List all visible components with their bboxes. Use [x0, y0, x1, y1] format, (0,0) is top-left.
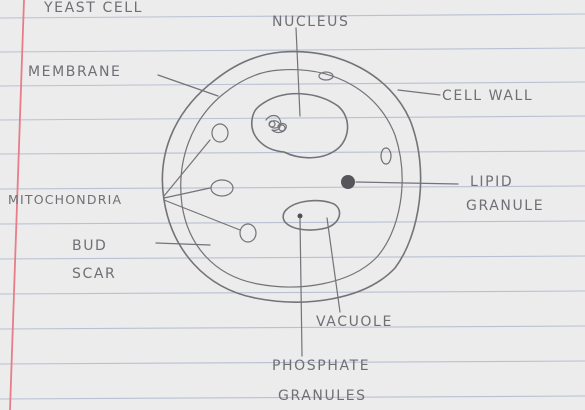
label-mitochondria: MITOCHONDRIA [8, 192, 122, 207]
small-granule [381, 148, 391, 164]
lipid-leader [356, 182, 458, 184]
mitochondria-leader-2 [164, 188, 210, 198]
vacuole-shape [283, 201, 339, 230]
diagram-title: YEAST CELL [43, 0, 143, 16]
label-lipid: LIPID [470, 174, 513, 190]
mitochondria-leader-3 [164, 200, 240, 230]
label-vacuole: VACUOLE [316, 314, 393, 330]
label-granules: GRANULES [278, 388, 367, 404]
membrane-outline [181, 70, 402, 287]
mitochondrion [240, 224, 256, 242]
nucleus-leader [296, 28, 300, 116]
label-phosphate: PHOSPHATE [272, 358, 370, 374]
label-granule: GRANULE [466, 198, 544, 214]
label-scar: SCAR [72, 266, 116, 282]
bud-scar-leader [156, 243, 210, 245]
label-nucleus: NUCLEUS [272, 14, 349, 30]
label-bud: BUD [72, 238, 107, 254]
cell-wall-leader [398, 90, 440, 95]
mitochondrion [212, 124, 228, 142]
cell-wall-outline [162, 52, 420, 302]
label-membrane: MEMBRANE [28, 64, 121, 80]
lipid-granule [341, 175, 355, 189]
label-cell-wall: CELL WALL [442, 88, 533, 104]
